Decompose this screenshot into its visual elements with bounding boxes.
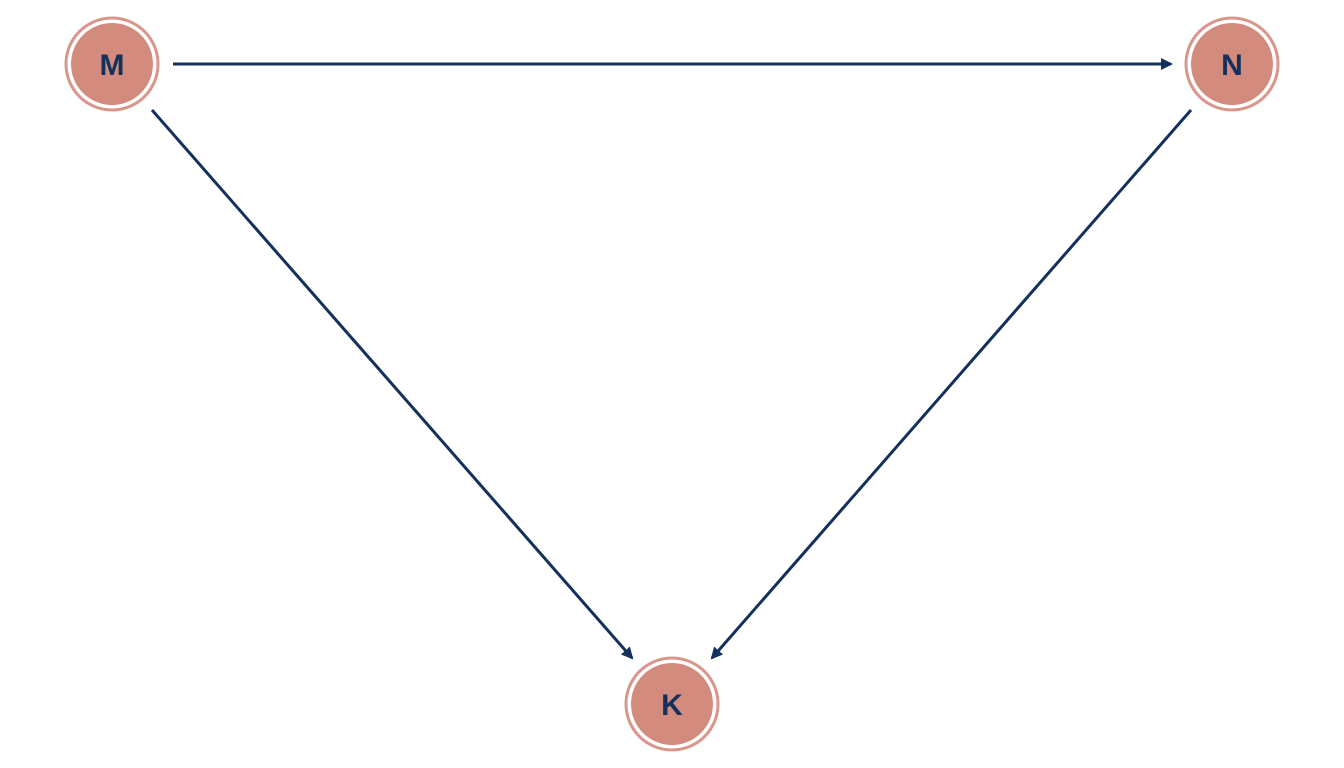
node-n[interactable]: N	[1184, 16, 1280, 112]
node-k[interactable]: K	[624, 656, 720, 752]
node-m[interactable]: M	[64, 16, 160, 112]
edges	[150, 58, 1193, 660]
edge-n-to-k	[710, 109, 1193, 660]
node-k-label: K	[661, 689, 683, 722]
node-n-label: N	[1221, 49, 1243, 82]
edge-m-to-k	[150, 109, 634, 660]
node-m-label: M	[100, 49, 125, 82]
